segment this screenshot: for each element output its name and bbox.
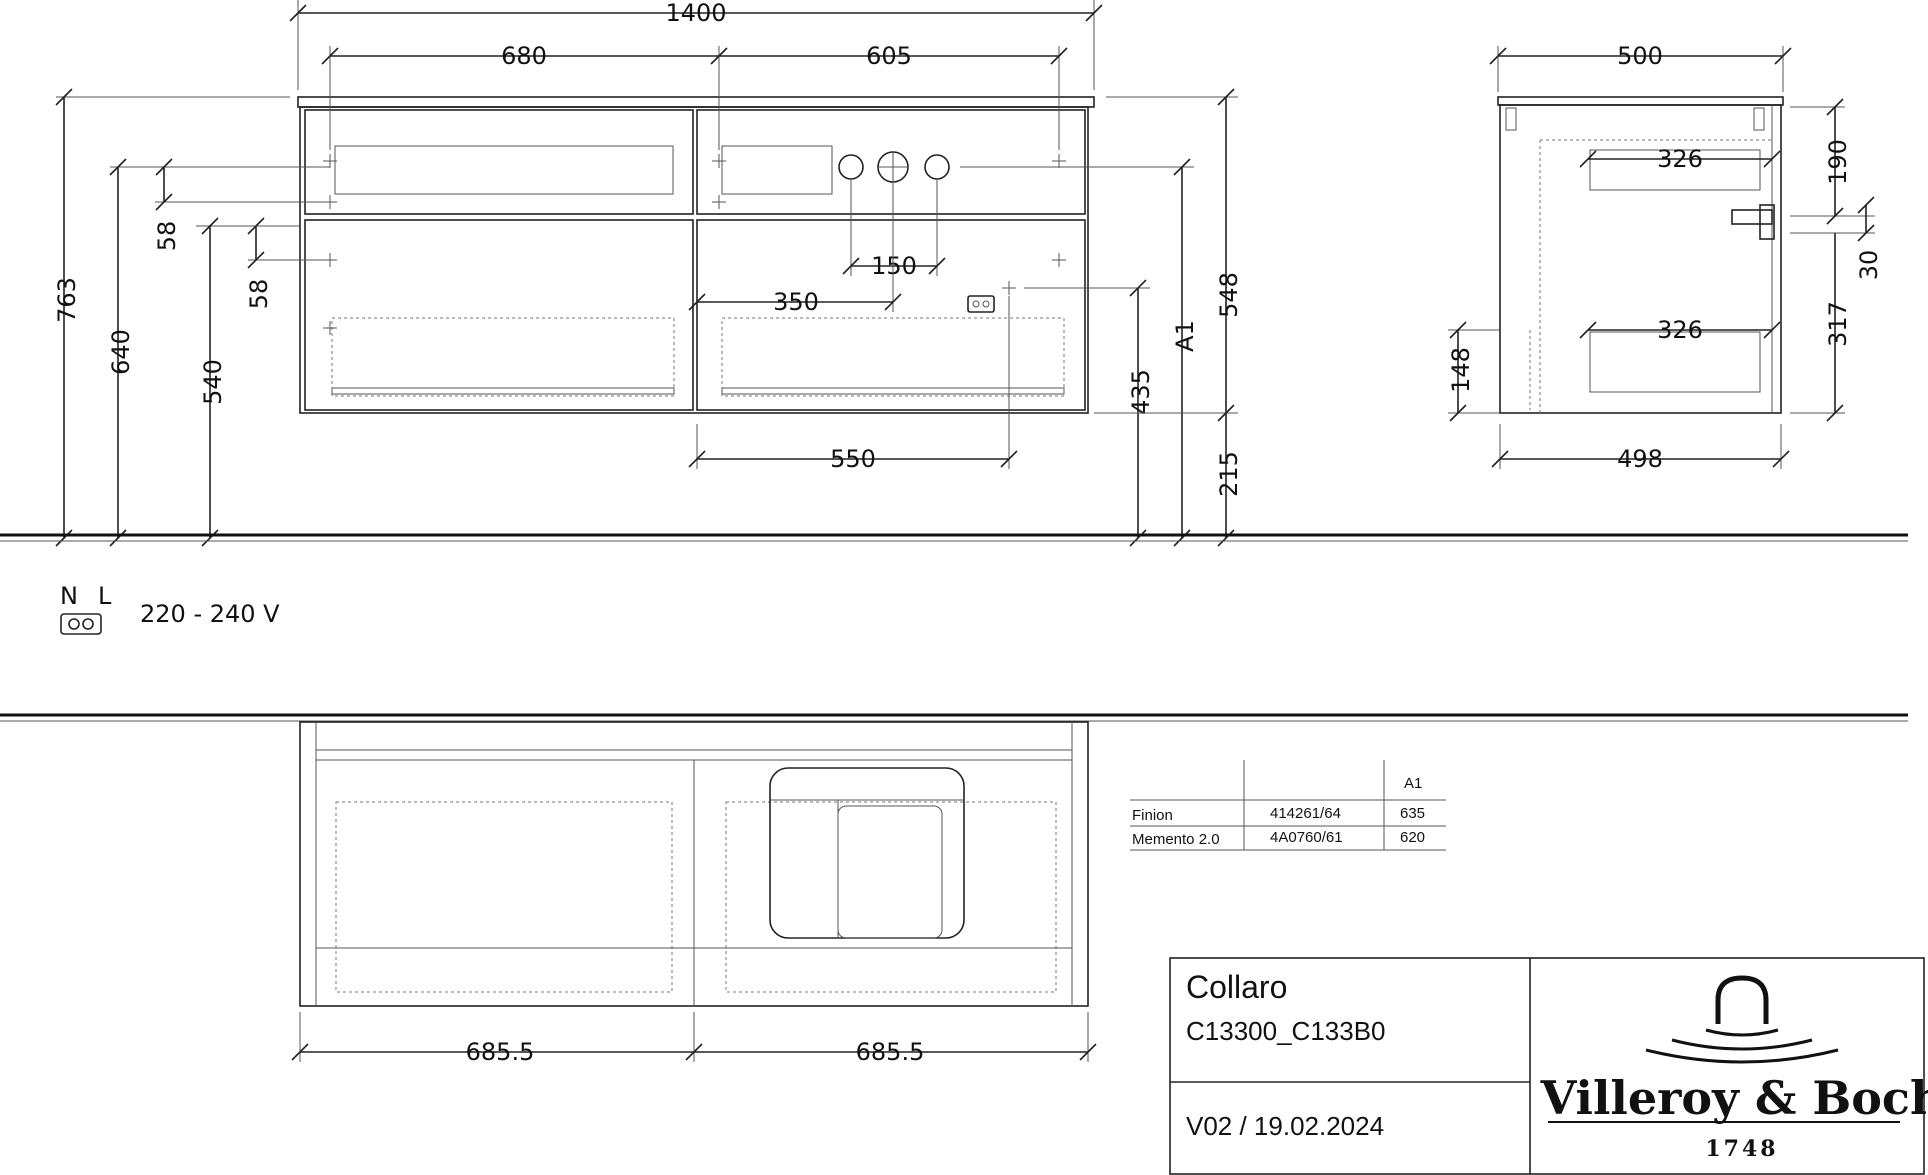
socket-icon — [967, 295, 995, 313]
floor-line-upper — [0, 533, 1908, 542]
dim-326-upper: 326 — [1657, 145, 1703, 173]
dim-498: 498 — [1617, 445, 1663, 473]
dim-640: 640 — [107, 329, 135, 375]
neutral-label: N — [60, 582, 78, 610]
dim-58-upper: 58 — [153, 221, 181, 252]
dim-350: 350 — [773, 288, 819, 316]
dim-a1: A1 — [1171, 320, 1199, 352]
table-row-a1: 620 — [1400, 829, 1425, 846]
live-label: L — [98, 582, 112, 610]
electrical-legend: N L 220 - 240 V — [60, 582, 280, 635]
side-view — [1497, 96, 1784, 414]
brand-logo: Villeroy & Boch 1748 — [1540, 975, 1928, 1162]
dim-58-lower: 58 — [245, 279, 273, 310]
floor-line-lower — [0, 713, 1908, 722]
sink-basin — [769, 767, 965, 939]
table-row-a1: 635 — [1400, 805, 1425, 822]
dim-685-5-left: 685.5 — [466, 1038, 535, 1066]
table-header-a1: A1 — [1404, 775, 1422, 792]
table-row-code: 414261/64 — [1270, 805, 1341, 822]
socket-symbol-icon — [60, 613, 102, 635]
dim-550: 550 — [830, 445, 876, 473]
dim-548: 548 — [1215, 272, 1243, 318]
article-number: C13300_C133B0 — [1186, 1016, 1386, 1046]
dim-605: 605 — [866, 42, 912, 70]
dim-150: 150 — [871, 252, 917, 280]
plan-view — [299, 721, 1089, 1007]
voltage-label: 220 - 240 V — [140, 600, 280, 628]
version-date: V02 / 19.02.2024 — [1186, 1111, 1384, 1141]
product-name: Collaro — [1186, 969, 1287, 1005]
valve-left-icon — [838, 154, 864, 180]
brand-name: Villeroy & Boch — [1540, 1071, 1928, 1125]
dim-763: 763 — [53, 277, 81, 323]
dim-540: 540 — [199, 359, 227, 405]
front-dimensions: 1400 680 605 763 640 540 58 — [53, 0, 1243, 547]
front-view — [297, 96, 1095, 414]
dim-190: 190 — [1824, 139, 1852, 185]
title-block: Collaro C13300_C133B0 V02 / 19.02.2024 V… — [1169, 957, 1928, 1175]
dim-500: 500 — [1617, 42, 1663, 70]
valve-right-icon — [924, 154, 950, 180]
dim-435: 435 — [1127, 369, 1155, 415]
side-dimensions: 500 326 326 190 30 317 148 — [1447, 42, 1883, 473]
table-row-code: 4A0760/61 — [1270, 829, 1343, 846]
dim-148: 148 — [1447, 347, 1475, 393]
table-row-name: Finion — [1132, 807, 1173, 824]
dim-215: 215 — [1215, 451, 1243, 497]
compat-table: A1 Finion 414261/64 635 Memento 2.0 4A07… — [1130, 760, 1446, 851]
dim-30: 30 — [1855, 250, 1883, 281]
plan-dimensions: 685.5 685.5 — [291, 1012, 1097, 1066]
brand-year: 1748 — [1705, 1136, 1778, 1162]
dim-680: 680 — [501, 42, 547, 70]
mounting-markers — [323, 154, 1066, 335]
dim-685-5-right: 685.5 — [856, 1038, 925, 1066]
dim-317: 317 — [1824, 301, 1852, 347]
table-row-name: Memento 2.0 — [1132, 831, 1220, 848]
dim-1400: 1400 — [665, 0, 726, 27]
dim-326-lower: 326 — [1657, 316, 1703, 344]
